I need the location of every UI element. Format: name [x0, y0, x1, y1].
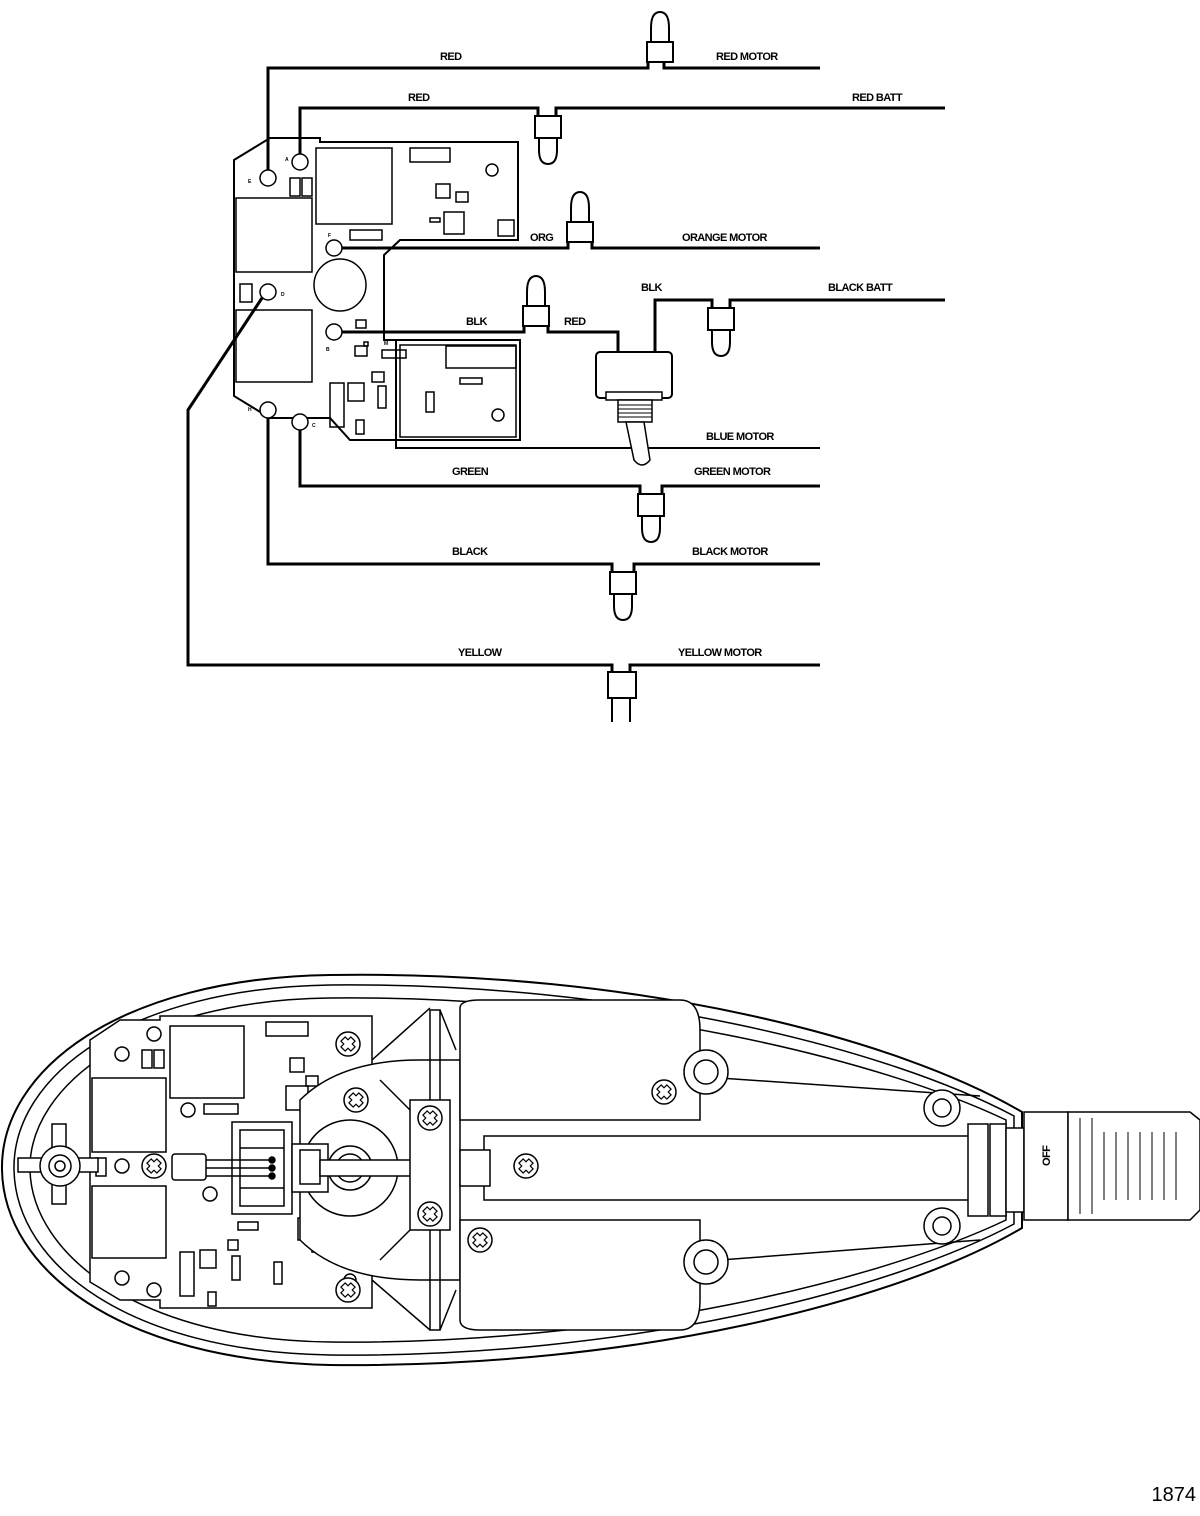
wire-red-batt — [298, 106, 540, 154]
label-green: GREEN — [452, 466, 489, 478]
wires — [186, 62, 945, 672]
svg-text:C: C — [312, 423, 316, 429]
svg-text:M: M — [384, 341, 388, 347]
wire-black-batt-out — [728, 298, 945, 308]
label-blue-motor: BLUE MOTOR — [706, 431, 774, 443]
off-label: OFF — [1041, 1145, 1053, 1166]
label-orange-motor: ORANGE MOTOR — [682, 232, 768, 244]
wire-blue-motor — [383, 255, 820, 449]
wire-yellow-motor — [186, 297, 614, 672]
wire-labels: RED RED MOTOR RED RED BATT ORG ORANGE MO… — [408, 51, 903, 659]
wire-red-batt-out — [554, 106, 945, 116]
tail-seal — [967, 1111, 1200, 1221]
connector-green-motor — [637, 493, 665, 543]
wire-yellow-motor-out — [628, 663, 820, 672]
wire-red-to-switch — [546, 324, 620, 352]
bosses — [683, 1049, 961, 1285]
toggle-switch — [595, 351, 673, 466]
connector-black-batt — [707, 307, 735, 357]
label-black-batt: BLACK BATT — [828, 282, 893, 294]
connector-red-batt — [534, 115, 562, 165]
figure-number: 1874 — [1151, 1484, 1197, 1506]
connector-yellow-motor — [607, 671, 637, 722]
magnet-cover-bottom — [459, 1219, 701, 1331]
wire-black-motor-out — [632, 562, 820, 572]
svg-text:A: A — [285, 157, 289, 163]
label-red-2: RED — [408, 92, 430, 104]
wire-green-motor — [298, 430, 642, 494]
svg-text:E: E — [248, 179, 252, 185]
label-red-batt: RED BATT — [852, 92, 903, 104]
controller-board — [233, 137, 521, 441]
label-blk: BLK — [466, 316, 487, 328]
wire-blk-board — [342, 324, 526, 334]
wiring-section: E A F D B M H C — [186, 11, 945, 722]
label-black-motor: BLACK MOTOR — [692, 546, 768, 558]
connector-orange-motor — [566, 191, 594, 243]
svg-text:H: H — [248, 407, 252, 413]
svg-text:B: B — [326, 347, 330, 353]
wire-black-motor — [266, 418, 614, 572]
wire-red-motor — [266, 62, 650, 170]
shaft-bracket — [459, 1059, 981, 1281]
connector-blk-red — [522, 275, 550, 327]
wire-red-motor-out — [662, 62, 820, 70]
svg-text:F: F — [328, 233, 331, 239]
label-org: ORG — [530, 232, 553, 244]
motor-housing: OFF — [0, 973, 1200, 1367]
terminal-letters: E A F D B M H C — [248, 157, 388, 429]
label-red: RED — [440, 51, 462, 63]
label-yellow-motor: YELLOW MOTOR — [678, 647, 762, 659]
label-green-motor: GREEN MOTOR — [694, 466, 771, 478]
wire-orange-board — [383, 239, 401, 256]
wire-green-motor-out — [660, 484, 820, 494]
wire-black-batt — [653, 298, 714, 352]
nose-mount — [17, 1123, 99, 1205]
label-yellow: YELLOW — [458, 647, 503, 659]
label-black: BLACK — [452, 546, 488, 558]
connector-red-motor — [646, 11, 674, 63]
connector-black-motor — [609, 571, 637, 621]
label-red-switch: RED — [564, 316, 586, 328]
magnet-cover-top — [459, 999, 701, 1121]
label-red-motor: RED MOTOR — [716, 51, 778, 63]
label-blk-switch: BLK — [641, 282, 662, 294]
svg-text:D: D — [281, 292, 285, 298]
board-components — [235, 147, 517, 438]
housing-terminals — [114, 1026, 218, 1298]
